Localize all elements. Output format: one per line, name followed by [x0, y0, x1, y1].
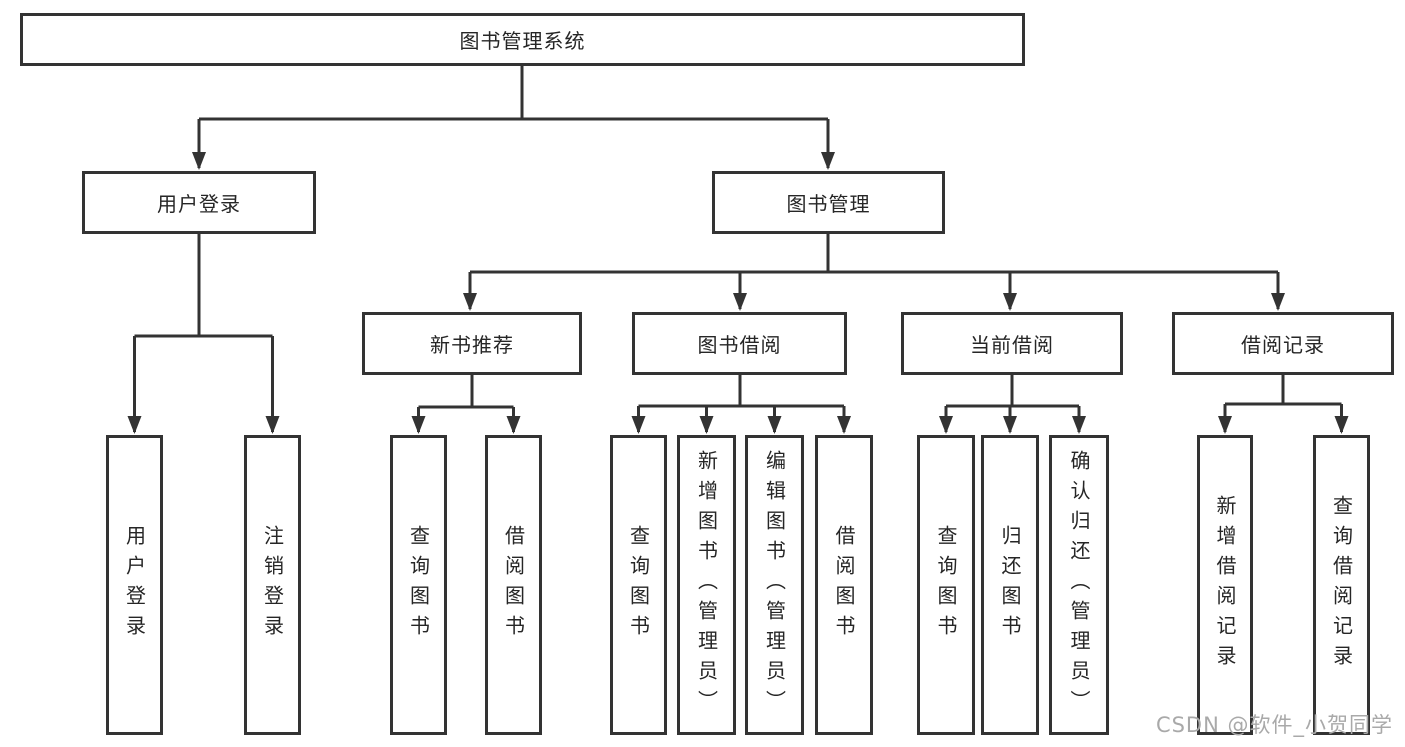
leaf-label: 用户登录 [122, 525, 147, 645]
node-label: 当前借阅 [970, 333, 1054, 357]
leaf-add-borrow-record: 新增借阅记录 [1197, 435, 1253, 735]
node-label: 借阅记录 [1241, 333, 1325, 357]
leaf-borrow-books: 借阅图书 [815, 435, 873, 735]
leaf-label: 查询借阅记录 [1329, 495, 1354, 675]
node-label: 图书借阅 [697, 333, 782, 357]
leaf-borrow-books-recommend: 借阅图书 [485, 435, 542, 735]
node-root: 图书管理系统 [20, 13, 1025, 66]
node-book-borrow: 图书借阅 [632, 312, 847, 375]
leaf-label: 确认归还（管理员） [1067, 450, 1091, 720]
leaf-query-books-recommend: 查询图书 [390, 435, 447, 735]
node-new-book-recommend: 新书推荐 [362, 312, 582, 375]
leaf-query-books-current: 查询图书 [917, 435, 975, 735]
node-current-borrow: 当前借阅 [901, 312, 1123, 375]
leaf-label: 新增借阅记录 [1213, 495, 1237, 675]
node-book-management: 图书管理 [712, 171, 945, 234]
leaf-label: 查询图书 [626, 525, 651, 645]
leaf-query-books-borrow: 查询图书 [610, 435, 667, 735]
leaf-add-books-admin: 新增图书（管理员） [677, 435, 736, 735]
node-label: 图书管理 [786, 192, 871, 216]
node-user-login: 用户登录 [82, 171, 316, 234]
csdn-watermark: CSDN @软件_小贺同学 [1155, 713, 1393, 737]
leaf-confirm-return-admin: 确认归还（管理员） [1049, 435, 1109, 735]
leaf-label: 查询图书 [406, 525, 431, 645]
leaf-label: 借阅图书 [832, 525, 856, 645]
leaf-logout: 注销登录 [244, 435, 301, 735]
leaf-return-books: 归还图书 [981, 435, 1039, 735]
node-root-label: 图书管理系统 [459, 29, 586, 53]
leaf-label: 新增图书（管理员） [694, 450, 719, 720]
leaf-query-borrow-record: 查询借阅记录 [1313, 435, 1370, 735]
leaf-label: 编辑图书（管理员） [762, 450, 787, 720]
node-borrow-records: 借阅记录 [1172, 312, 1394, 375]
leaf-label: 归还图书 [998, 525, 1022, 645]
leaf-label: 注销登录 [260, 525, 285, 645]
leaf-edit-books-admin: 编辑图书（管理员） [745, 435, 804, 735]
leaf-label: 查询图书 [934, 525, 958, 645]
node-label: 新书推荐 [430, 333, 514, 357]
leaf-label: 借阅图书 [501, 525, 526, 645]
leaf-user-login: 用户登录 [106, 435, 163, 735]
node-label: 用户登录 [157, 192, 241, 216]
